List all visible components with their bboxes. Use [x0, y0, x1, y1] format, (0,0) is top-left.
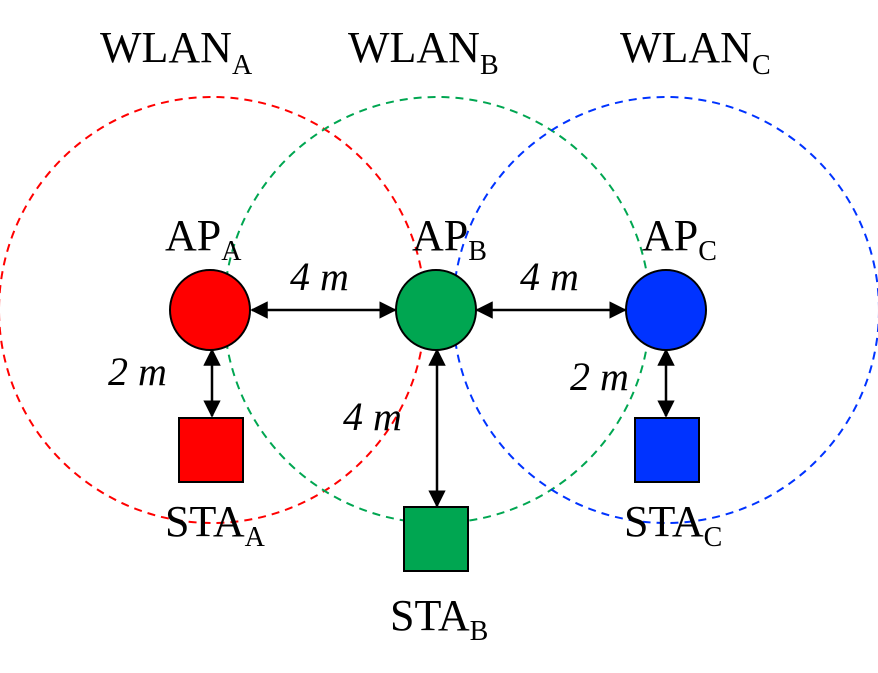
- wlan-b-title-main: WLAN: [348, 23, 480, 72]
- ap-c-label-sub: C: [698, 236, 717, 267]
- ap-b-label-sub: B: [468, 236, 487, 267]
- distance-ap-a-ap-b: 4 m: [290, 254, 349, 299]
- ap-b-label-main: AP: [412, 211, 468, 260]
- sta-c-label-sub: C: [704, 522, 723, 553]
- sta-b-label-sub: B: [470, 616, 489, 647]
- ap-a-node: [169, 269, 251, 351]
- wlan-c-title: WLANC: [620, 23, 771, 81]
- distance-ap-a-sta-a: 2 m: [108, 349, 167, 394]
- sta-c-label-main: STA: [624, 497, 704, 546]
- wlan-b-title: WLANB: [348, 23, 499, 81]
- sta-b-node: [403, 506, 469, 572]
- ap-c-node: [625, 269, 707, 351]
- sta-a-label-main: STA: [165, 497, 245, 546]
- ap-b-node: [395, 269, 477, 351]
- ap-c-label-main: AP: [642, 211, 698, 260]
- sta-a-node: [178, 417, 244, 483]
- wlan-a-title-sub: A: [232, 50, 253, 81]
- wlan-b-title-sub: B: [480, 50, 499, 81]
- ap-b-label: APB: [412, 211, 487, 267]
- sta-a-label: STAA: [165, 497, 266, 553]
- sta-b-label-main: STA: [390, 591, 470, 640]
- distance-ap-c-sta-c: 2 m: [570, 354, 629, 399]
- wlan-c-title-main: WLAN: [620, 23, 752, 72]
- ap-a-label-main: AP: [165, 211, 221, 260]
- wlan-c-title-sub: C: [752, 50, 771, 81]
- sta-c-node: [634, 417, 700, 483]
- sta-c-label: STAC: [624, 497, 722, 553]
- wlan-a-title-main: WLAN: [100, 23, 232, 72]
- sta-a-label-sub: A: [245, 522, 266, 553]
- ap-c-label: APC: [642, 211, 717, 267]
- distance-ap-b-sta-b: 4 m: [343, 394, 402, 439]
- ap-a-label: APA: [165, 211, 242, 267]
- wlan-a-title: WLANA: [100, 23, 253, 81]
- distance-ap-b-ap-c: 4 m: [520, 254, 579, 299]
- sta-b-label: STAB: [390, 591, 488, 647]
- ap-a-label-sub: A: [221, 236, 242, 267]
